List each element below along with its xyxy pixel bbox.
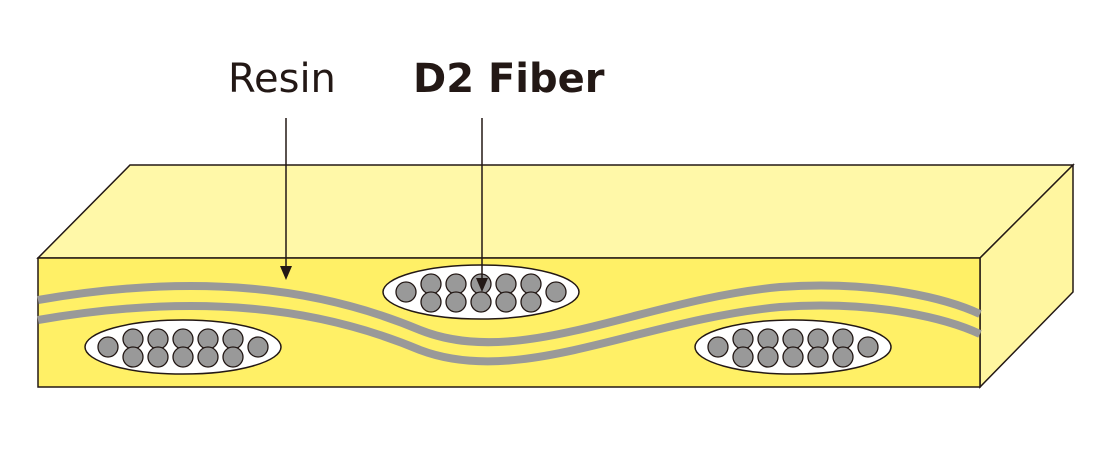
fiber-filament [832,328,854,350]
fiber-filament [445,291,467,313]
bundle-right [694,319,892,375]
fiber-filament [172,328,194,350]
fiber-filament [495,273,517,295]
block-top-face [36,164,1075,259]
fiber-filament [807,328,829,350]
fiber-filament [520,291,542,313]
fiber-filament [782,328,804,350]
fiber-filament [247,336,269,358]
fiber-filament [807,346,829,368]
fiber-filament [420,273,442,295]
fiber-filament [732,328,754,350]
fiber-filament [222,328,244,350]
fiber-filament [197,346,219,368]
fiber-filament [757,328,779,350]
resin-label: Resin [228,56,336,102]
fiber-filament [97,336,119,358]
fiber-label: D2 Fiber [413,56,605,102]
fiber-filament [122,328,144,350]
fiber-filament [707,336,729,358]
fiber-filament [732,346,754,368]
fiber-filament [520,273,542,295]
fiber-arrow-head [476,278,488,292]
fiber-filament [857,336,879,358]
bundle-left [84,319,282,375]
fiber-weave [37,281,982,366]
fiber-filament [757,346,779,368]
fiber-filament [147,346,169,368]
fiber-filament [832,346,854,368]
fiber-strand-lower [37,301,982,366]
fiber-filament [222,346,244,368]
fiber-filament [172,346,194,368]
fiber-filament [545,281,567,303]
fiber-filament [782,346,804,368]
fiber-filament [147,328,169,350]
bundle-middle [382,264,580,320]
resin-arrow-head [280,266,292,280]
fiber-filament [470,291,492,313]
fiber-filament [420,291,442,313]
fiber-filament [445,273,467,295]
fiber-filament [395,281,417,303]
fiber-filament [122,346,144,368]
fiber-filament [495,291,517,313]
fiber-filament [197,328,219,350]
fiber-strand-upper [37,281,982,347]
